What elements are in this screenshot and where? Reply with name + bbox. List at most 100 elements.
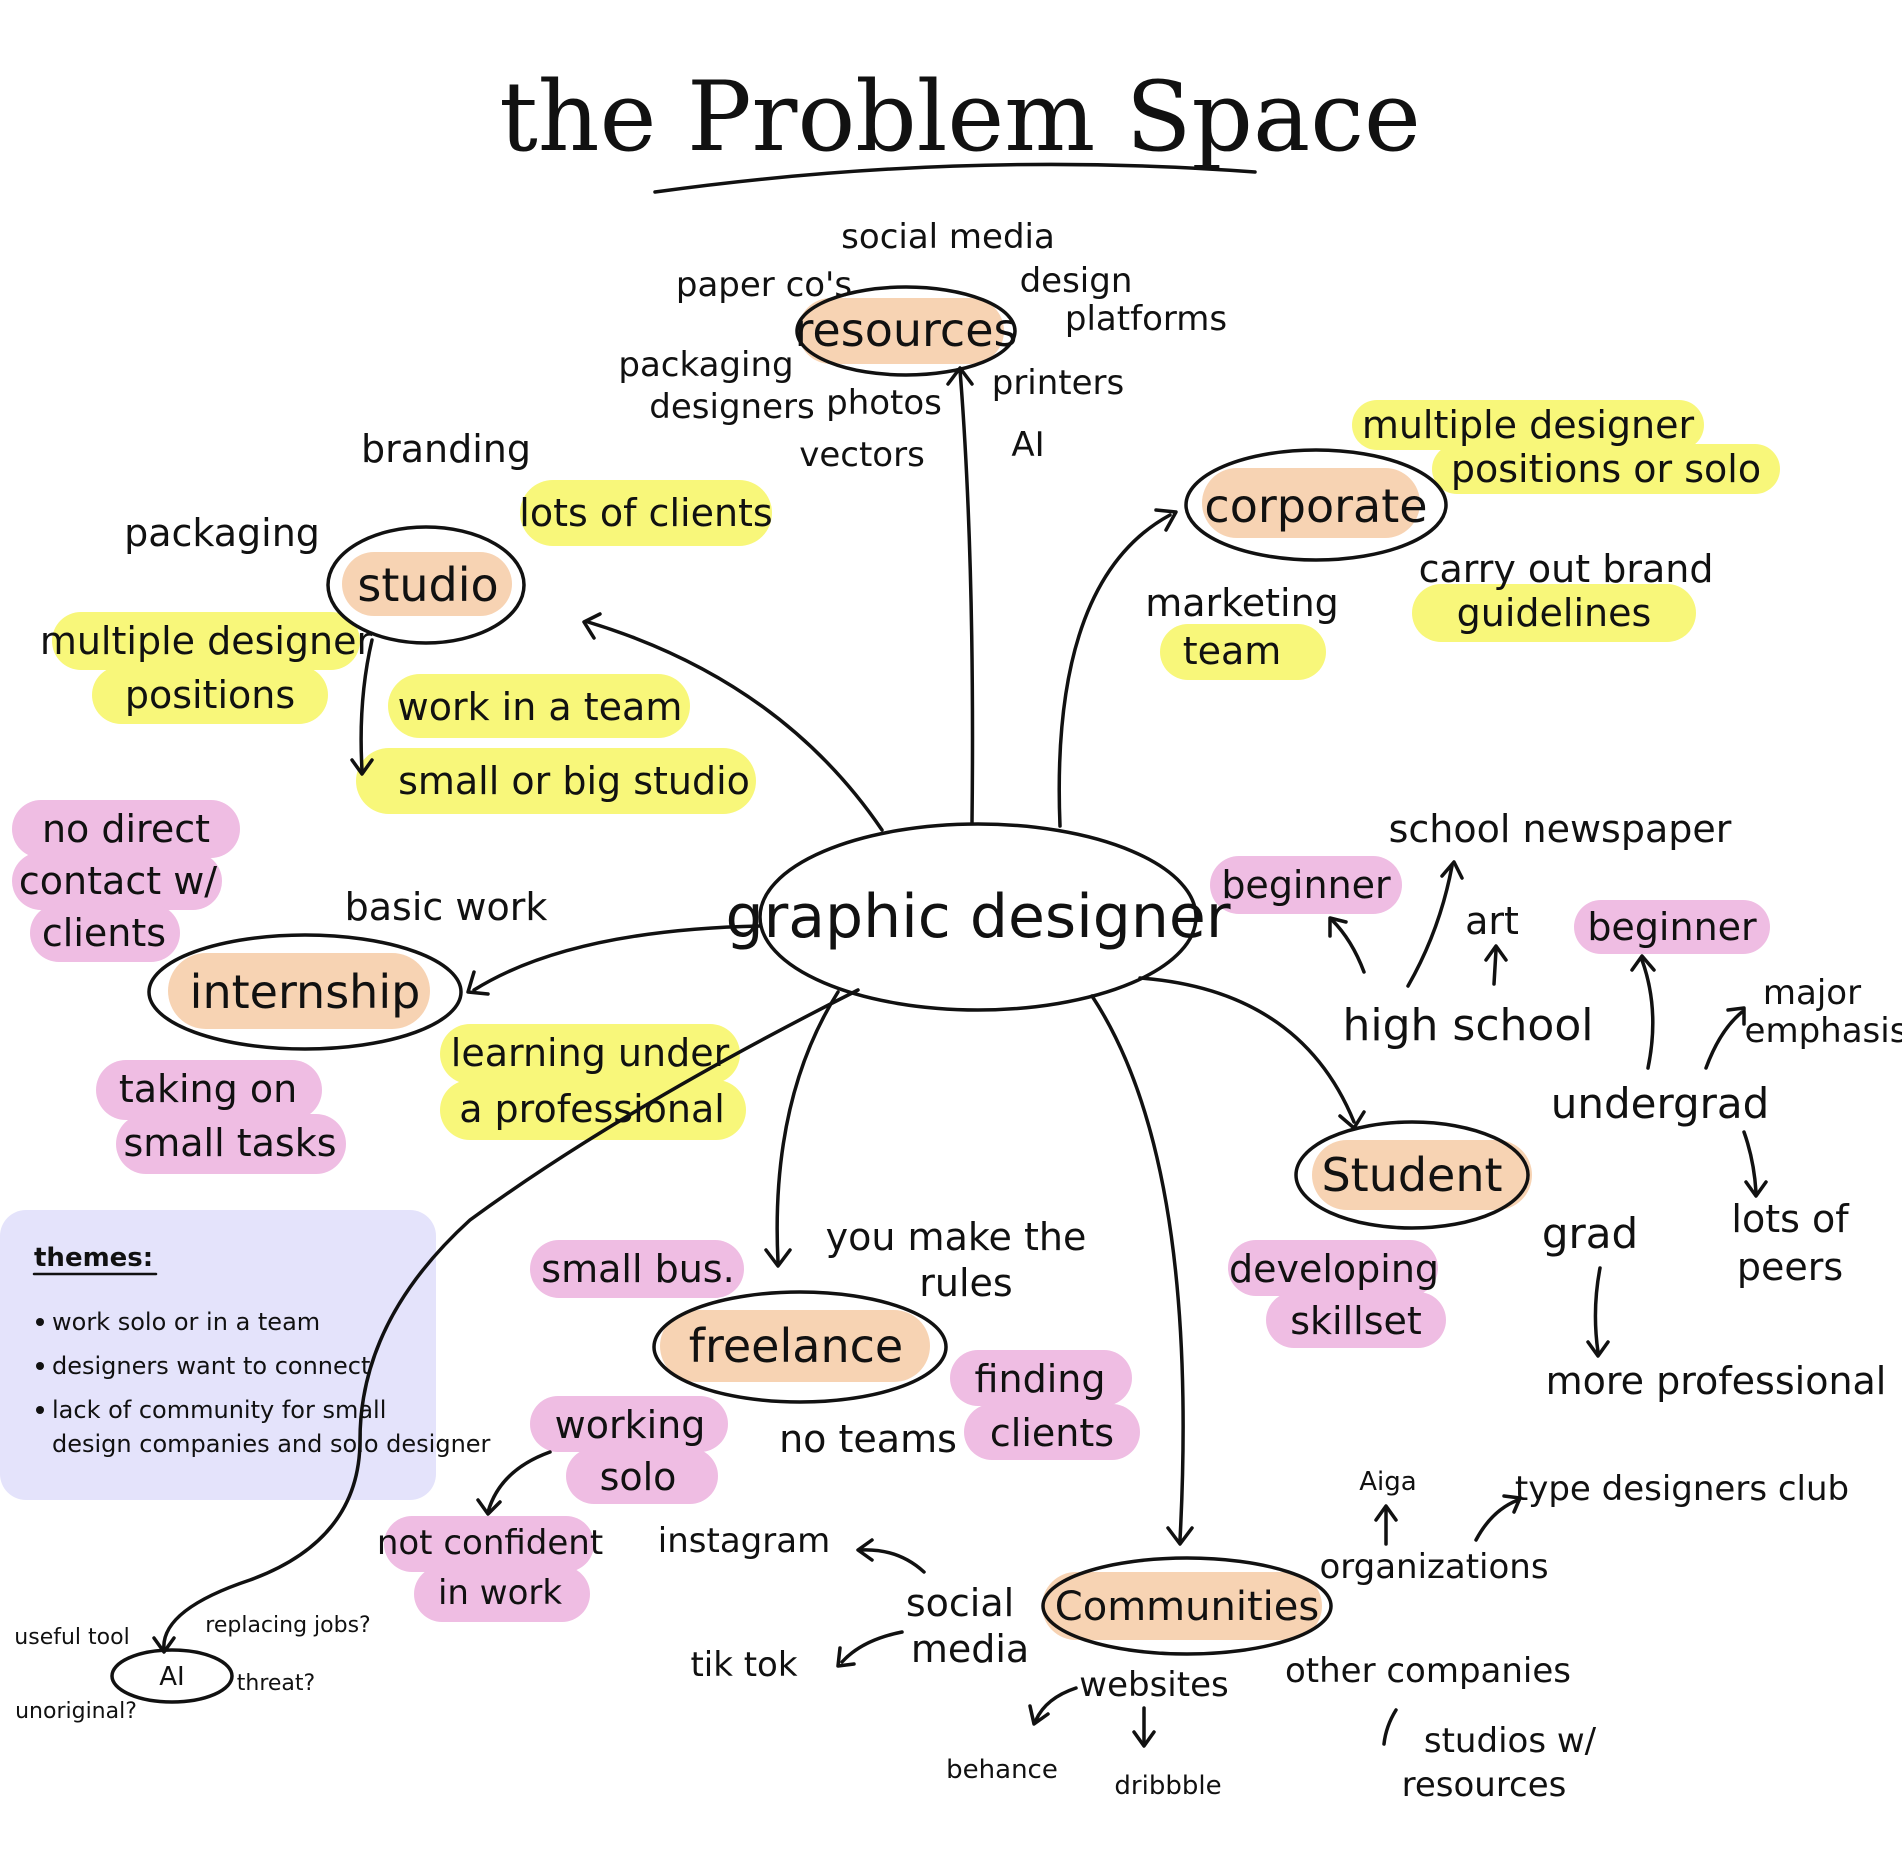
comm-social1: social [906,1581,1014,1625]
hl-corp-multi1 [1352,400,1704,450]
connector-hs-beginner [1330,918,1366,974]
comm-other-companies: other companies [1285,1651,1571,1691]
corporate-label: corporate [1204,479,1427,533]
ai-label: AI [159,1662,184,1692]
hl-studio-size [356,748,756,814]
arrowhead-ug-beginner [1630,954,1656,972]
studio-size: small or big studio [398,759,750,803]
studio-branding: branding [361,427,531,471]
student-peers1: lots of [1731,1197,1850,1241]
connector-internship [472,924,762,992]
themes-heading: themes: [34,1243,153,1273]
arrowhead-resources [946,366,974,386]
hl-intern-learning2 [440,1080,746,1140]
studio-multi2: positions [125,673,295,717]
connector-freelance [775,990,840,1264]
arrowhead-ug-peers [1744,1180,1768,1198]
center-label: graphic designer [726,882,1231,952]
intern-learning2: a professional [459,1087,725,1131]
student-undergrad: undergrad [1551,1079,1770,1128]
resources-photos: photos [826,383,942,423]
student-major1: major [1763,973,1861,1013]
connector-corporate [1057,513,1172,828]
hl-student-developing2 [1266,1292,1446,1348]
student-developing1: developing [1229,1247,1439,1291]
resources-paper-cos: paper co's [676,265,852,305]
connector-hs-newspaper [1406,864,1454,988]
free-working2: solo [600,1455,677,1499]
comm-tdc: type designers club [1515,1469,1849,1509]
student-newspaper: school newspaper [1389,807,1732,851]
arrowhead-studio-size [350,758,374,776]
corp-multi2: positions or solo [1451,447,1761,491]
student-label: Student [1321,1148,1502,1202]
resources-label: resources [795,303,1018,357]
connector-grad-prof [1593,1266,1602,1354]
ai-ellipse [110,1648,234,1704]
connector-ug-peers [1742,1130,1758,1194]
communities-label: Communities [1055,1584,1319,1630]
hl-intern-taking1 [96,1060,322,1120]
arrowhead-web-dribbble [1132,1730,1156,1748]
hl-studio-multi2 [92,666,328,724]
free-confident2: in work [438,1573,562,1613]
themes-bullet-2 [36,1362,44,1370]
connector-ug-beginner [1640,958,1655,1070]
arrowhead-social-tiktok [836,1646,856,1668]
studio-team: work in a team [398,685,683,729]
arrowhead-studio [582,612,602,640]
hl-intern-nodirect3 [30,904,180,962]
arrowhead-ug-major [1726,1006,1746,1026]
student-grad: grad [1542,1209,1638,1258]
studio-label: studio [357,558,498,612]
arrowhead-grad-prof [1586,1340,1610,1358]
internship-ellipse [147,933,463,1051]
studio-packaging: packaging [124,511,320,555]
studio-clients: lots of clients [519,491,772,535]
connector-web-behance [1034,1686,1078,1722]
arrowhead-corporate [1154,508,1178,532]
comm-behance: behance [946,1755,1058,1785]
hl-intern-nodirect1 [12,800,240,858]
resources-printers: printers [992,363,1125,403]
ai-useful: useful tool [14,1625,129,1650]
intern-basic-work: basic work [345,885,548,929]
highlight-layer [12,298,1780,1640]
intern-nodirect3: clients [42,911,166,955]
intern-taking1: taking on [119,1067,297,1111]
comm-aiga: Aiga [1359,1467,1416,1497]
comm-websites: websites [1079,1665,1228,1705]
hl-free-finding1 [950,1350,1132,1406]
arrowhead-ai [152,1636,176,1654]
internship-fill [168,953,430,1029]
resources-vectors: vectors [799,435,925,475]
comm-studios1: studios w/ [1424,1721,1597,1761]
title-underline [653,162,1257,194]
student-developing2: skillset [1290,1299,1422,1343]
student-ellipse [1294,1120,1530,1230]
comm-studios2: resources [1402,1765,1567,1805]
free-finding1: finding [975,1357,1106,1401]
free-rules2: rules [919,1261,1012,1305]
connector-hs-art [1492,948,1498,986]
themes-item-4: design companies and solo designer [52,1430,491,1458]
connector-ug-major [1704,1010,1744,1070]
page-title: the Problem Space [499,61,1421,173]
resources-social-media: social media [841,217,1055,257]
free-rules1: you make the [826,1215,1087,1259]
connector-other-studios [1382,1708,1398,1746]
connector-communities [1090,994,1185,1542]
free-smallbus: small bus. [541,1247,734,1291]
resources-platforms: platforms [1065,299,1227,339]
themes-list: work solo or in a team designers want to… [36,1308,491,1458]
internship-label: internship [190,965,421,1019]
themes-box [0,1210,436,1500]
connector-org-tdc [1474,1498,1520,1542]
themes-item-1: work solo or in a team [52,1308,320,1336]
comm-social2: media [911,1627,1029,1671]
comm-dribbble: dribbble [1114,1771,1221,1801]
arrowhead-social-instagram [856,1538,874,1562]
ai-threat: threat? [237,1671,315,1696]
intern-nodirect1: no direct [42,807,210,851]
